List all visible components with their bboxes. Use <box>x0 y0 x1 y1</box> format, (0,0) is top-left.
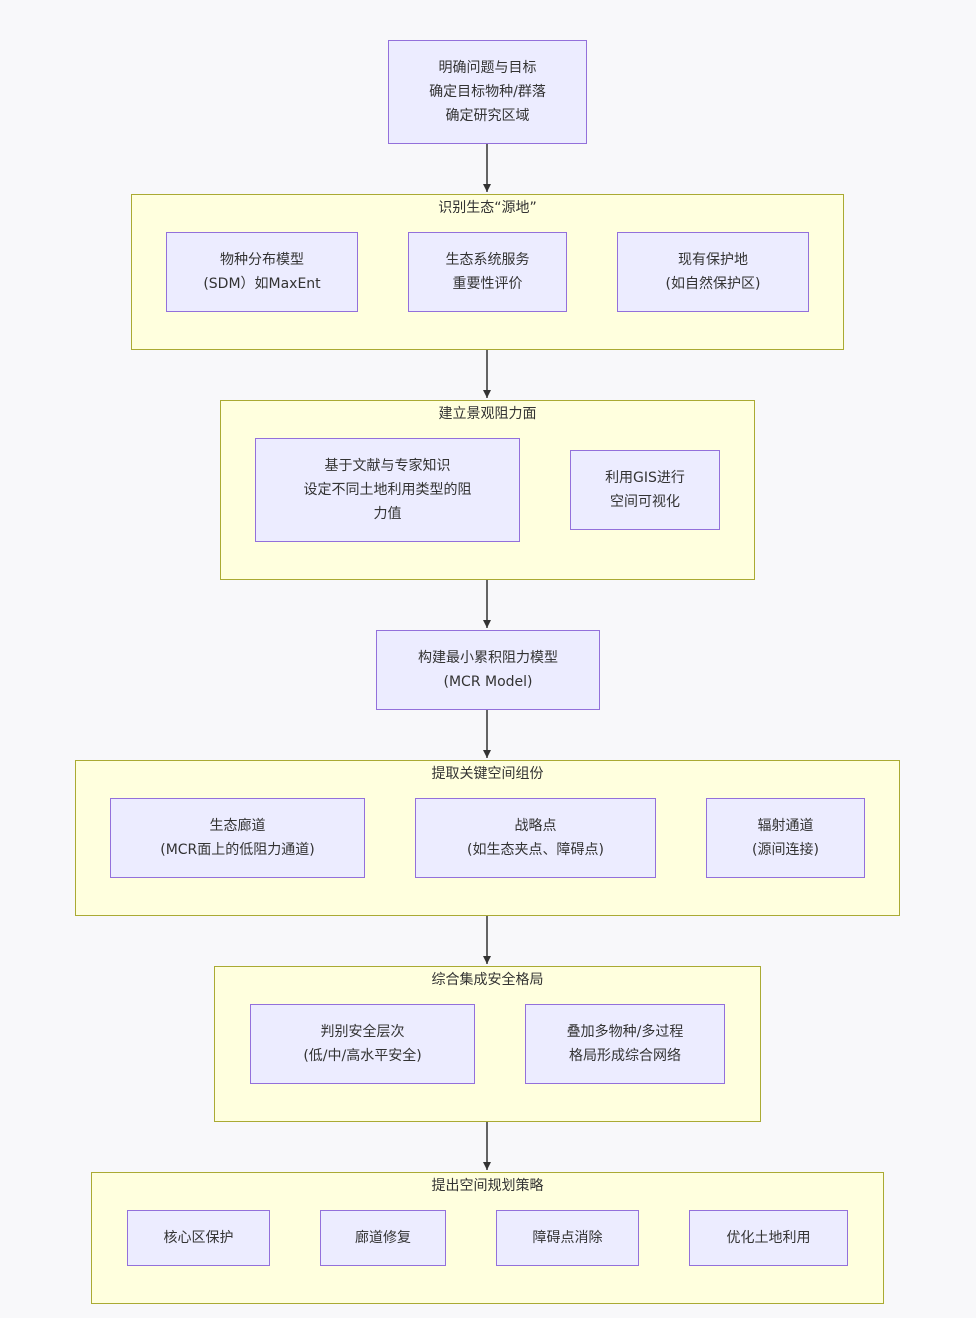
node-ecosystem-services: 生态系统服务 重要性评价 <box>408 232 567 312</box>
node-label: 生态系统服务 重要性评价 <box>445 252 530 292</box>
node-label: 生态廊道 (MCR面上的低阻力通道) <box>160 818 315 858</box>
node-label: 廊道修复 <box>355 1230 411 1246</box>
node-species-distribution-model: 物种分布模型 (SDM）如MaxEnt <box>166 232 358 312</box>
group-identify-sources-title: 识别生态“源地” <box>438 200 537 216</box>
node-gis-visualization: 利用GIS进行 空间可视化 <box>570 450 720 530</box>
node-barrier-removal: 障碍点消除 <box>496 1210 639 1266</box>
node-corridor-restoration: 廊道修复 <box>320 1210 446 1266</box>
group-planning-strategy-title: 提出空间规划策略 <box>431 1178 544 1194</box>
node-resistance-values: 基于文献与专家知识 设定不同土地利用类型的阻 力值 <box>255 438 520 542</box>
node-label: 基于文献与专家知识 设定不同土地利用类型的阻 力值 <box>303 458 472 522</box>
node-radiation-channels: 辐射通道 (源间连接) <box>706 798 865 878</box>
node-label: 战略点 (如生态夹点、障碍点) <box>467 818 604 858</box>
mcr-model-label: 构建最小累积阻力模型 (MCR Model) <box>418 650 558 690</box>
node-label: 障碍点消除 <box>532 1230 603 1246</box>
start-node: 明确问题与目标 确定目标物种/群落 确定研究区域 <box>388 40 587 144</box>
node-label: 辐射通道 (源间连接) <box>752 818 819 858</box>
node-land-use-optimization: 优化土地利用 <box>689 1210 848 1266</box>
node-label: 核心区保护 <box>163 1230 234 1246</box>
node-overlay-network: 叠加多物种/多过程 格局形成综合网络 <box>525 1004 725 1084</box>
group-key-components-title: 提取关键空间组份 <box>431 766 544 782</box>
node-label: 优化土地利用 <box>726 1230 811 1246</box>
node-protected-areas: 现有保护地 (如自然保护区) <box>617 232 809 312</box>
node-label: 判别安全层次 (低/中/高水平安全) <box>303 1024 422 1064</box>
start-node-label: 明确问题与目标 确定目标物种/群落 确定研究区域 <box>429 60 546 124</box>
group-integrated-security-title: 综合集成安全格局 <box>431 972 544 988</box>
node-strategic-points: 战略点 (如生态夹点、障碍点) <box>415 798 656 878</box>
node-ecological-corridor: 生态廊道 (MCR面上的低阻力通道) <box>110 798 365 878</box>
node-label: 叠加多物种/多过程 格局形成综合网络 <box>566 1024 684 1064</box>
group-resistance-surface-title: 建立景观阻力面 <box>438 406 537 422</box>
node-label: 物种分布模型 (SDM）如MaxEnt <box>203 252 321 292</box>
node-label: 现有保护地 (如自然保护区) <box>665 252 761 292</box>
node-security-levels: 判别安全层次 (低/中/高水平安全) <box>250 1004 475 1084</box>
mcr-model-node: 构建最小累积阻力模型 (MCR Model) <box>376 630 600 710</box>
node-label: 利用GIS进行 空间可视化 <box>605 470 685 510</box>
node-core-protection: 核心区保护 <box>127 1210 270 1266</box>
